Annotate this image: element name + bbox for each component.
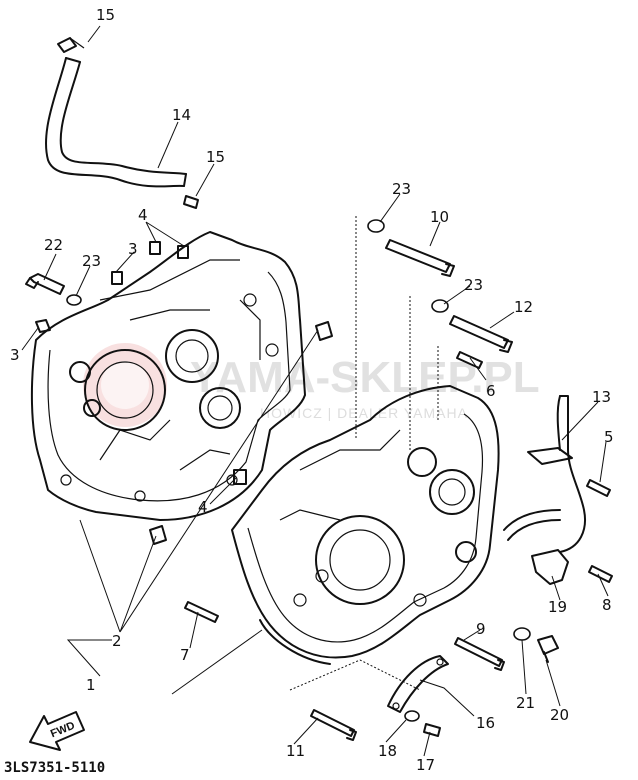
- part-3-dowel-a[interactable]: [35, 319, 51, 333]
- part-2-dowels[interactable]: [149, 321, 333, 545]
- part-5-bolt[interactable]: [586, 479, 611, 497]
- callout-7: 7: [180, 646, 190, 664]
- callout-16: 16: [476, 714, 495, 732]
- part-22-bolt[interactable]: [25, 273, 65, 295]
- callout-22: 22: [44, 236, 63, 254]
- part-4-pins-top[interactable]: [149, 241, 189, 259]
- callout-13: 13: [592, 388, 611, 406]
- callout-4a: 4: [138, 206, 148, 224]
- part-7-bolt[interactable]: [184, 601, 219, 623]
- callout-6: 6: [486, 382, 496, 400]
- callout-8: 8: [602, 596, 612, 614]
- part-6-bolt[interactable]: [456, 351, 483, 369]
- callout-labels: 15 14 15 4 22 23 3 3 23 10 23 12 6 13 5 …: [10, 6, 614, 774]
- part-21-washer[interactable]: [513, 627, 531, 641]
- part-23-washer-b[interactable]: [367, 219, 385, 233]
- callout-18: 18: [378, 742, 397, 760]
- callout-4b: 4: [198, 498, 208, 516]
- callout-3a: 3: [10, 346, 20, 364]
- leader-lines: [21, 25, 609, 757]
- part-9-bolt[interactable]: [454, 637, 505, 671]
- part-19-bracket[interactable]: [531, 549, 569, 585]
- callout-11: 11: [286, 742, 305, 760]
- left-crankcase-half[interactable]: [30, 231, 306, 521]
- part-3-dowel-b[interactable]: [111, 271, 123, 285]
- callout-21: 21: [516, 694, 535, 712]
- diagram-code: 3LS7351-5110: [4, 760, 105, 776]
- callout-23a: 23: [82, 252, 101, 270]
- part-16-plate[interactable]: [387, 655, 449, 713]
- watermark: YAMA-SKLEP.PL HOWICZ | DEALER YAMAHA: [83, 343, 540, 427]
- callout-2: 2: [112, 632, 122, 650]
- callout-9: 9: [476, 620, 486, 638]
- callout-15a: 15: [96, 6, 115, 24]
- part-23-washer-a[interactable]: [66, 294, 82, 306]
- part-15-clip-lower[interactable]: [183, 195, 199, 209]
- callout-1: 1: [86, 676, 96, 694]
- part-17-bolt[interactable]: [423, 723, 441, 737]
- callout-15b: 15: [206, 148, 225, 166]
- part-11-bolt[interactable]: [310, 709, 357, 741]
- part-14-breather-hose[interactable]: [44, 57, 187, 188]
- part-12-bolt[interactable]: [449, 315, 513, 353]
- part-8-bolt[interactable]: [588, 565, 613, 583]
- callout-12: 12: [514, 298, 533, 316]
- callout-23b: 23: [392, 180, 411, 198]
- part-18-washer[interactable]: [404, 710, 420, 722]
- callout-23c: 23: [464, 276, 483, 294]
- watermark-sub: HOWICZ | DEALER YAMAHA: [260, 405, 468, 421]
- callout-5: 5: [604, 428, 614, 446]
- part-10-bolt[interactable]: [385, 239, 455, 277]
- right-crankcase-half[interactable]: [231, 385, 500, 665]
- callout-3b: 3: [128, 240, 138, 258]
- watermark-logo-inner: [101, 361, 149, 409]
- callout-17: 17: [416, 756, 435, 774]
- callout-14: 14: [172, 106, 191, 124]
- part-15-clip-top[interactable]: [57, 37, 85, 53]
- callout-19: 19: [548, 598, 567, 616]
- part-23-washer-c[interactable]: [431, 299, 449, 313]
- callout-10: 10: [430, 208, 449, 226]
- fwd-arrow-icon: [29, 711, 85, 751]
- callout-20: 20: [550, 706, 569, 724]
- part-13-hose[interactable]: [503, 395, 586, 553]
- forward-arrow: FWD: [29, 711, 85, 751]
- part-20-plug[interactable]: [537, 635, 559, 663]
